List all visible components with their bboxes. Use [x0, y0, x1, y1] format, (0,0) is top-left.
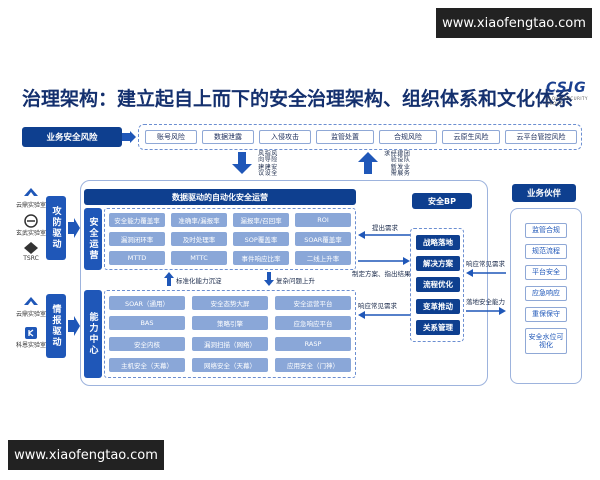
up-arrow-note: 团队 业务 建设 发展 经验 新需求	[382, 150, 410, 176]
left-arrow-icon	[358, 311, 410, 319]
security-ops-grid: 安全能力覆盖率 准确率/漏报率 漏报率/召回率 ROI 漏洞闭环率 及时处理率 …	[104, 208, 356, 270]
driver-arrow-icon	[68, 316, 80, 336]
capability-cell: 漏洞扫描（网络）	[192, 337, 268, 351]
capability-cell: 应用安全（门神）	[275, 358, 351, 372]
metric-cell: MTTD	[109, 251, 165, 265]
bp-item: 变革推动	[416, 299, 460, 314]
attack-driver-label: 攻防驱动	[46, 196, 66, 260]
lab-entry: 云鼎实验室	[10, 295, 52, 318]
cloud-lab-icon	[24, 188, 38, 196]
metric-cell: ROI	[295, 213, 351, 227]
metric-cell: 漏洞闭环率	[109, 232, 165, 246]
left-arrow-icon	[466, 269, 506, 277]
logo-text: CSIG	[546, 80, 587, 96]
middle-container	[80, 180, 488, 386]
right-arrow-icon	[466, 307, 506, 315]
risk-arrow-icon	[122, 131, 136, 143]
bp-item: 流程优化	[416, 277, 460, 292]
risk-item: 入侵攻击	[259, 130, 311, 144]
logo-subtext: CLOUD SECURITY GROUP	[546, 96, 588, 106]
risk-item: 账号风险	[145, 130, 197, 144]
land-capability-note: 落地安全能力	[466, 298, 505, 306]
lab-entry: 云鼎实验室	[10, 186, 52, 209]
capability-cell: RASP	[275, 337, 351, 351]
plan-note: 制定方案、指出结果	[352, 270, 411, 278]
down-arrow-note: 风险 安全 指导 建设 风向 建议	[256, 150, 277, 176]
metric-cell: 及时处理率	[171, 232, 227, 246]
escalate-note: 复杂问题上升	[276, 277, 315, 285]
standardize-note: 标准化能力沉淀	[176, 277, 222, 285]
lab-name: 玄武实验室	[15, 230, 46, 237]
data-driven-header: 数据驱动的自动化安全运营	[84, 189, 356, 205]
lab-entry: 玄武实验室	[10, 214, 52, 237]
risk-panel: 账号风险 数据泄露 入侵攻击 监管处置 合规风险 云原生风险 云平台管控风险	[138, 124, 582, 150]
lab-name: 云鼎实验室	[15, 202, 46, 209]
risk-item: 云原生风险	[442, 130, 500, 144]
metric-cell: 安全能力覆盖率	[109, 213, 165, 227]
raise-need-note: 提出需求	[372, 224, 398, 232]
partner-item: 监管合规	[525, 223, 567, 238]
capability-grid: SOAR（通用） 安全态势大屏 安全运营平台 BAS 策略引擎 应急响应平台 安…	[104, 290, 356, 378]
capability-cell: SOAR（通用）	[109, 296, 185, 310]
tsrc-icon	[24, 242, 38, 254]
metric-cell: 准确率/漏报率	[171, 213, 227, 227]
partner-list: 监管合规 规范流程 平台安全 应急响应 重保保守 安全水位可视化	[510, 208, 582, 384]
respond-note-right: 响应常见需求	[466, 260, 505, 268]
partner-item: 平台安全	[525, 265, 567, 280]
risk-item: 云平台管控风险	[505, 130, 577, 144]
lab-name: TSRC	[23, 255, 39, 262]
bp-item: 战略落地	[416, 235, 460, 250]
watermark-bottom: www.xiaofengtao.com	[8, 440, 164, 470]
cloud-lab-icon	[24, 297, 38, 305]
risk-item: 合规风险	[379, 130, 437, 144]
right-arrow-icon	[358, 257, 410, 265]
lab-entry: 科恩实验室	[10, 326, 52, 349]
risk-item: 数据泄露	[202, 130, 254, 144]
partner-item: 应急响应	[525, 286, 567, 301]
xuanwu-lab-icon	[24, 214, 38, 228]
partner-item: 规范流程	[525, 244, 567, 259]
lab-entry: TSRC	[10, 241, 52, 262]
capability-cell: BAS	[109, 316, 185, 330]
watermark-top: www.xiaofengtao.com	[436, 8, 592, 38]
bp-item: 解决方案	[416, 256, 460, 271]
intel-driver-label: 情报驱动	[46, 294, 66, 358]
capability-cell: 主机安全（天幕）	[109, 358, 185, 372]
partner-item: 安全水位可视化	[525, 328, 567, 354]
capability-cell: 安全内核	[109, 337, 185, 351]
capability-label: 能力中心	[84, 290, 102, 378]
capability-cell: 安全态势大屏	[192, 296, 268, 310]
partner-label: 业务伙伴	[512, 184, 576, 202]
capability-cell: 安全运营平台	[275, 296, 351, 310]
capability-cell: 网络安全（天幕）	[192, 358, 268, 372]
up-arrow-icon	[358, 152, 378, 174]
capability-cell: 应急响应平台	[275, 316, 351, 330]
bp-item: 关系管理	[416, 320, 460, 335]
lab-name: 科恩实验室	[15, 342, 46, 349]
csig-logo: CSIG CLOUD SECURITY GROUP	[546, 80, 590, 106]
respond-note: 响应常见需求	[358, 302, 397, 310]
capability-cell: 策略引擎	[192, 316, 268, 330]
metric-cell: SOP覆盖率	[233, 232, 289, 246]
risk-item: 监管处置	[316, 130, 374, 144]
risk-label: 业务安全风险	[22, 127, 122, 147]
metric-cell: 事件响应比率	[233, 251, 289, 265]
metric-cell: 漏报率/召回率	[233, 213, 289, 227]
metric-cell: MTTC	[171, 251, 227, 265]
page-title: 治理架构：建立起自上而下的安全治理架构、组织体系和文化体系	[22, 88, 574, 110]
bp-label: 安全BP	[412, 193, 472, 209]
partner-item: 重保保守	[525, 307, 567, 322]
metric-cell: SOAR覆盖率	[295, 232, 351, 246]
left-arrow-icon	[358, 231, 410, 239]
up-arrow-icon	[164, 272, 174, 286]
lab-name: 云鼎实验室	[15, 311, 46, 318]
bp-list: 战略落地 解决方案 流程优化 变革推动 关系管理	[410, 228, 464, 342]
driver-arrow-icon	[68, 218, 80, 238]
metric-cell: 二线上升率	[295, 251, 351, 265]
down-arrow-icon	[232, 152, 252, 174]
keen-lab-icon	[25, 327, 37, 339]
down-arrow-icon	[264, 272, 274, 286]
security-ops-label: 安全运营	[84, 208, 102, 270]
